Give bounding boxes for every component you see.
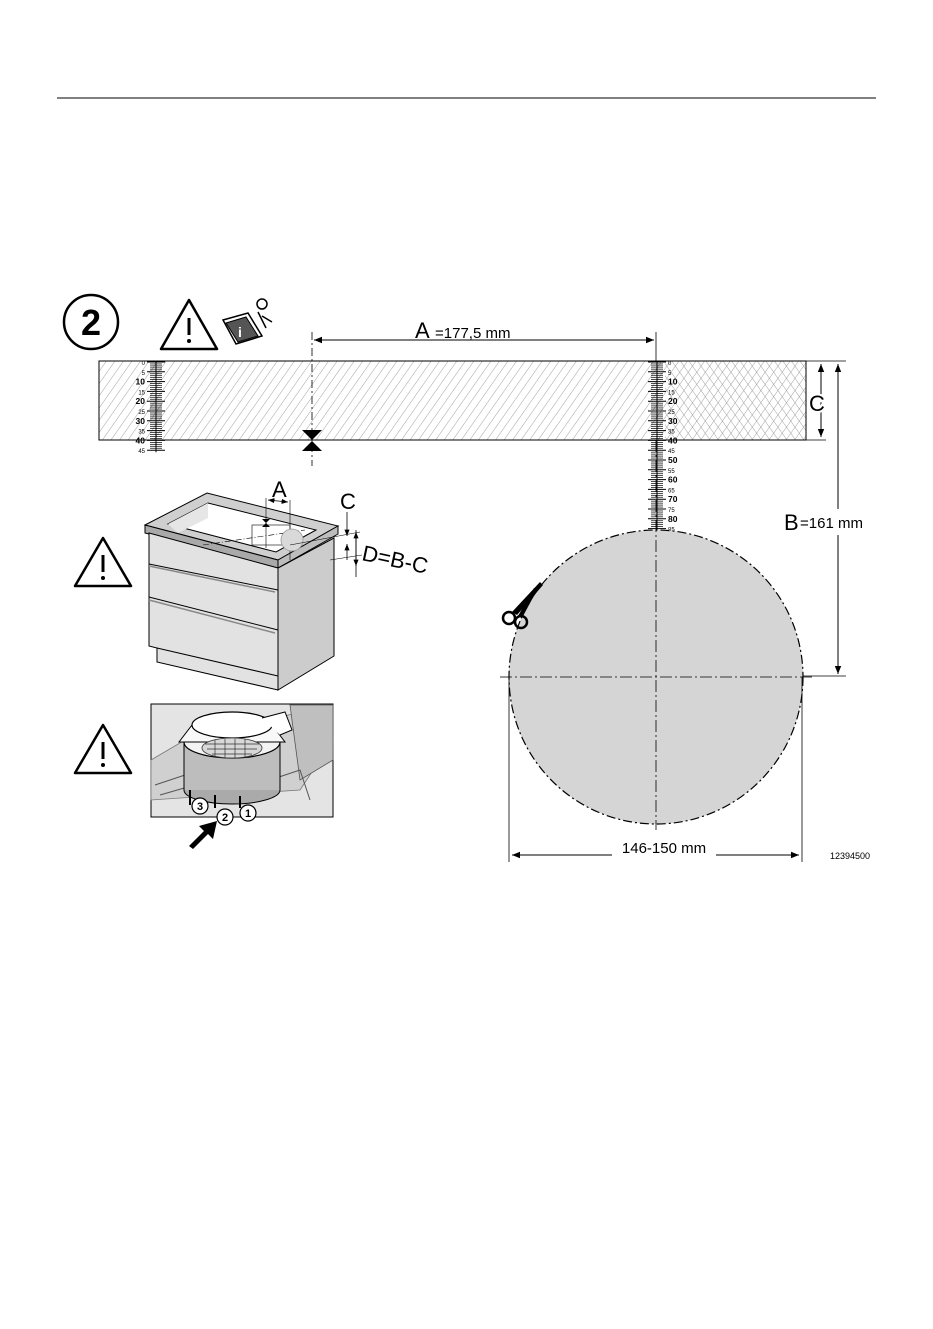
read-manual-icon: i	[223, 299, 272, 344]
ruler-tick-label: 60	[668, 475, 678, 485]
ruler-tick-label: 30	[668, 416, 678, 426]
dimension-diameter-value: 146-150 mm	[622, 840, 706, 857]
dimension-c-letter: C	[809, 391, 825, 416]
dimension-a-letter: A	[415, 318, 430, 343]
dimension-b-value: =161 mm	[800, 515, 863, 532]
dimension-c: C	[806, 361, 846, 440]
svg-text:1: 1	[245, 808, 251, 820]
filter-callout-3: 3	[192, 798, 208, 814]
ruler-tick-label: 50	[668, 455, 678, 465]
svg-text:3: 3	[197, 801, 203, 813]
ruler-tick-label: 30	[136, 416, 146, 426]
cabinet-a-letter: A	[272, 477, 287, 502]
ruler-tick-label: 10	[668, 377, 678, 387]
warning-icon	[75, 725, 131, 773]
ruler-tick-label: 10	[136, 377, 146, 387]
warning-icon	[161, 300, 217, 349]
ruler-tick-label: 70	[668, 494, 678, 504]
figure-id: 12394500	[830, 851, 870, 861]
ruler-tick-label: 45	[138, 449, 145, 455]
svg-text:i: i	[238, 324, 242, 340]
dimension-a-value: =177,5 mm	[435, 325, 510, 342]
step-badge: 2	[64, 295, 118, 349]
cutout-circle	[500, 440, 812, 830]
ruler-tick-label: 20	[136, 396, 146, 406]
filter-illustration	[151, 704, 333, 817]
step-number: 2	[81, 302, 101, 343]
filter-callout-1: 1	[240, 805, 256, 821]
arrow-icon	[189, 821, 217, 849]
cabinet-illustration	[145, 493, 362, 690]
ruler-tick-label: 20	[668, 396, 678, 406]
dimension-b-letter: B	[784, 510, 799, 535]
filter-callout-2: 2	[217, 809, 233, 825]
ruler-tick-label: 40	[668, 435, 678, 445]
ruler-tick-label: 80	[668, 514, 678, 524]
cabinet-c-letter: C	[340, 489, 356, 514]
warning-icon	[75, 538, 131, 586]
template-strip	[99, 361, 806, 440]
cabinet-d-formula: D=B-C	[360, 540, 430, 578]
ruler-tick-label: 40	[136, 435, 146, 445]
svg-text:2: 2	[222, 812, 228, 824]
